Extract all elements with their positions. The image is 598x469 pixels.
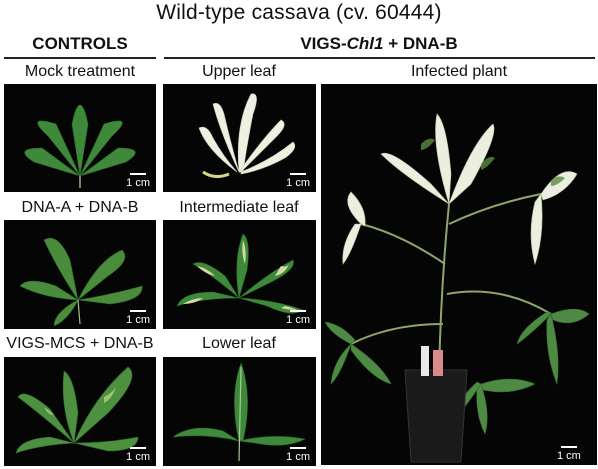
label-dna: DNA-A + DNA-B bbox=[21, 199, 139, 216]
photo-upper-leaf: 1 cm bbox=[163, 84, 316, 192]
scale-label: 1 cm bbox=[557, 450, 581, 462]
scale-label: 1 cm bbox=[286, 451, 310, 463]
albino-leaf-image bbox=[198, 93, 296, 179]
scale-label: 1 cm bbox=[286, 314, 310, 326]
scale-label: 1 cm bbox=[286, 177, 310, 189]
scale-label: 1 cm bbox=[126, 314, 150, 326]
vigs-rule bbox=[164, 57, 595, 59]
scale-bar: 1 cm bbox=[286, 310, 310, 326]
scale-bar: 1 cm bbox=[126, 310, 150, 326]
photo-intermediate-leaf: 1 cm bbox=[163, 220, 316, 329]
label-intermediate: Intermediate leaf bbox=[179, 199, 299, 216]
scale-label: 1 cm bbox=[126, 177, 150, 189]
label-mock: Mock treatment bbox=[24, 63, 136, 80]
photo-mock-leaf: 1 cm bbox=[4, 84, 156, 192]
controls-rule bbox=[4, 57, 156, 59]
photo-vigs-mcs-leaf: 1 cm bbox=[4, 357, 156, 466]
vigs-gene: Chl1 bbox=[346, 34, 384, 53]
vigs-header: VIGS-Chl1 + DNA-B bbox=[160, 34, 598, 54]
figure-title: Wild-type cassava (cv. 60444) bbox=[156, 1, 442, 24]
photo-dna-leaf: 1 cm bbox=[4, 220, 156, 329]
photo-infected-plant: 1 cm bbox=[321, 84, 597, 465]
mottled-leaf-image bbox=[15, 366, 139, 454]
green-leaf-image bbox=[172, 362, 306, 462]
vigs-suffix: + DNA-B bbox=[383, 34, 458, 53]
label-infected: Infected plant bbox=[410, 63, 508, 80]
scale-bar: 1 cm bbox=[286, 447, 310, 463]
scale-bar: 1 cm bbox=[557, 446, 581, 462]
scale-label: 1 cm bbox=[126, 451, 150, 463]
label-upper: Upper leaf bbox=[202, 63, 276, 80]
palmate-leaf-image bbox=[24, 104, 136, 188]
controls-header: CONTROLS bbox=[32, 34, 128, 53]
scale-bar: 1 cm bbox=[126, 173, 150, 189]
label-vigs-mcs: VIGS-MCS + DNA-B bbox=[6, 335, 154, 352]
infected-plant-image bbox=[324, 113, 590, 463]
vigs-prefix: VIGS- bbox=[300, 34, 347, 53]
variegated-leaf-image bbox=[176, 233, 304, 314]
curled-leaf-image bbox=[19, 237, 143, 327]
label-lower: Lower leaf bbox=[202, 335, 276, 352]
photo-lower-leaf: 1 cm bbox=[163, 357, 316, 466]
scale-bar: 1 cm bbox=[286, 173, 310, 189]
scale-bar: 1 cm bbox=[126, 447, 150, 463]
